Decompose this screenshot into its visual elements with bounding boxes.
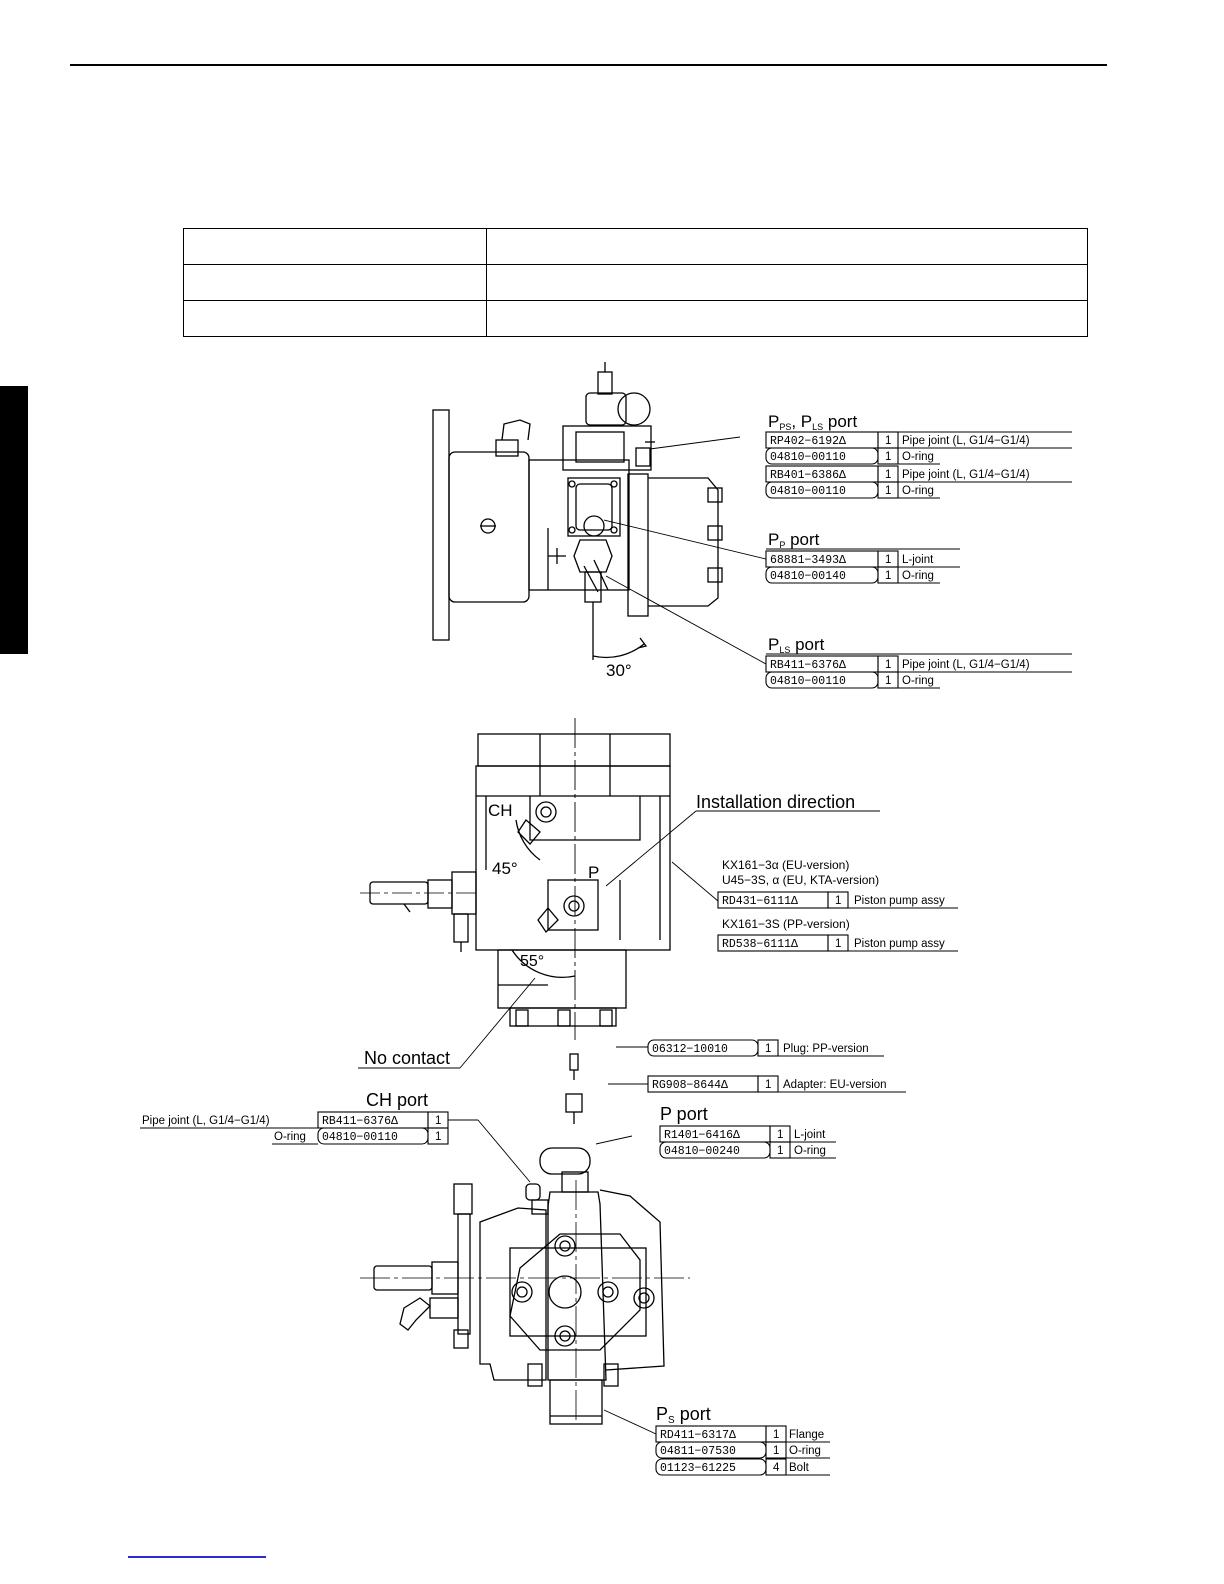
angle-45-label: 45° (492, 859, 518, 878)
part-qty: 1 (765, 1079, 771, 1091)
part-qty: 1 (885, 675, 891, 687)
middle-part-tables (717, 891, 958, 952)
installation-direction-label: Installation direction (696, 792, 855, 812)
part-qty: 4 (773, 1462, 780, 1474)
part-desc: L-joint (902, 554, 934, 566)
part-number: 06312−10010 (652, 1043, 728, 1056)
part-number: 04810−00110 (322, 1131, 398, 1144)
part-number: RB411−6376Δ (770, 659, 846, 672)
part-number: 04810−00110 (770, 675, 846, 688)
ps-port-label: PS port (656, 1404, 711, 1426)
part-qty: 1 (835, 895, 841, 907)
part-number: RP402−6192Δ (770, 435, 846, 448)
part-number: 04810−00240 (664, 1145, 740, 1158)
part-desc: Pipe joint (L, G1/4−G1/4) (142, 1115, 270, 1127)
part-number: 04810−00110 (770, 451, 846, 464)
ch-port-label: CH port (366, 1090, 428, 1110)
part-number: RB411−6376Δ (322, 1115, 398, 1128)
part-qty: 1 (885, 469, 891, 481)
table-row (183, 300, 1088, 337)
part-desc: O-ring (902, 485, 934, 497)
section-side-tab (0, 386, 28, 654)
part-qty: 1 (835, 938, 841, 950)
bottom-part-tables (140, 1039, 906, 1476)
part-number: 01123−61225 (660, 1462, 736, 1475)
part-desc: Piston pump assy (854, 938, 945, 950)
middle-pump-drawing (360, 718, 671, 1040)
part-desc: Pipe joint (L, G1/4−G1/4) (902, 469, 1030, 481)
top-leader-lines (603, 436, 767, 665)
middle-view-text: Installation direction CH P 45° 55° No c… (364, 792, 945, 1068)
part-number: RD411−6317Δ (660, 1429, 736, 1442)
pls-port-label: PLS port (768, 635, 825, 655)
part-qty: 1 (885, 435, 891, 447)
part-desc: O-ring (902, 675, 934, 687)
part-desc: Bolt (789, 1462, 810, 1474)
part-desc: O-ring (789, 1445, 821, 1457)
part-desc: Piston pump assy (854, 895, 945, 907)
model-eu-label: KX161−3α (EU-version) (722, 858, 849, 872)
ch-label: CH (488, 801, 513, 820)
top-view-text: PPS, PLS port PP port PLS port 30° RP402… (606, 412, 1030, 688)
footer-link-underline[interactable] (128, 1556, 266, 1558)
part-number: 04810−00140 (770, 570, 846, 583)
table-row (183, 264, 1088, 301)
part-qty: 1 (885, 659, 891, 671)
middle-leader-lines (358, 810, 880, 1069)
pps-pls-port-label: PPS, PLS port (768, 412, 857, 432)
angle-55-label: 55° (520, 953, 544, 970)
angle-30-label: 30° (606, 661, 632, 680)
part-number: RB401−6386Δ (770, 469, 846, 482)
part-desc: Plug: PP-version (783, 1043, 869, 1055)
spec-table (183, 228, 1088, 337)
part-desc: L-joint (794, 1129, 826, 1141)
part-desc: Adapter: EU-version (783, 1079, 887, 1091)
part-desc: Pipe joint (L, G1/4−G1/4) (902, 435, 1030, 447)
part-number: 68881−3493Δ (770, 554, 846, 567)
top-pump-drawing (432, 362, 723, 660)
part-desc: O-ring (902, 570, 934, 582)
model-kta-label: U45−3S, α (EU, KTA-version) (722, 873, 879, 887)
part-qty: 1 (765, 1043, 771, 1055)
model-pp-label: KX161−3S (PP-version) (722, 917, 850, 931)
part-qty: 1 (885, 485, 891, 497)
part-number: RG908−8644Δ (652, 1079, 728, 1092)
p-label: P (588, 863, 599, 882)
bottom-pump-drawing (360, 1053, 690, 1425)
table-cell (486, 264, 1088, 301)
part-qty: 1 (885, 570, 891, 582)
part-qty: 1 (885, 554, 891, 566)
table-cell (183, 300, 487, 337)
part-number: 04811−07530 (660, 1445, 736, 1458)
part-qty: 1 (773, 1429, 779, 1441)
p-port-label: P port (660, 1104, 708, 1124)
part-qty: 1 (777, 1145, 783, 1157)
part-qty: 1 (885, 451, 891, 463)
part-qty: 1 (773, 1445, 779, 1457)
part-number: R1401−6416Δ (664, 1129, 740, 1142)
top-part-tables (765, 431, 1072, 689)
table-row (183, 228, 1088, 265)
part-number: RD431−6111Δ (722, 895, 798, 908)
part-desc: O-ring (902, 451, 934, 463)
part-desc: O-ring (274, 1131, 306, 1143)
part-desc: O-ring (794, 1145, 826, 1157)
pp-port-label: PP port (768, 530, 820, 550)
part-qty: 1 (435, 1131, 441, 1143)
bottom-leader-lines (448, 1046, 657, 1435)
table-cell (486, 300, 1088, 337)
part-qty: 1 (435, 1115, 441, 1127)
part-qty: 1 (777, 1129, 783, 1141)
part-number: 04810−00110 (770, 485, 846, 498)
part-number: RD538−6111Δ (722, 938, 798, 951)
part-desc: Pipe joint (L, G1/4−G1/4) (902, 659, 1030, 671)
bottom-view-text: CH port P port PS port Pipe joint (L, G1… (142, 1043, 887, 1475)
header-rule (70, 64, 1107, 66)
part-desc: Flange (789, 1429, 824, 1441)
no-contact-label: No contact (364, 1048, 450, 1068)
